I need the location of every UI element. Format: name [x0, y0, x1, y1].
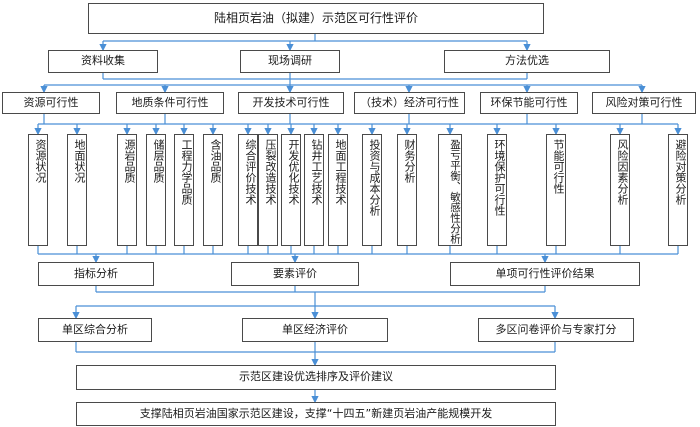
node-single-feasibility-result: 单项可行性评价结果 — [450, 262, 640, 286]
node-surface-engineering-tech: 地面工程技术 — [328, 134, 348, 246]
node-element-evaluation: 要素评价 — [231, 262, 359, 286]
node-multi-area-survey: 多区问卷评价与专家打分 — [478, 318, 634, 342]
node-investment-cost-analysis: 投资与成本分析 — [362, 134, 382, 246]
node-risk-feasibility: 风险对策可行性 — [592, 92, 696, 114]
node-support-statement: 支撑陆相页岩油国家示范区建设，支撑“十四五”新建页岩油产能规模开发 — [76, 402, 556, 426]
node-oil-quality: 含油品质 — [203, 134, 223, 246]
node-field-survey: 现场调研 — [240, 50, 340, 73]
node-single-area-analysis: 单区综合分析 — [38, 318, 152, 342]
node-env-protection: 环境保护可行性 — [487, 134, 507, 246]
node-data-collection: 资料收集 — [48, 50, 158, 73]
node-method-selection: 方法优选 — [444, 50, 610, 73]
node-fracturing-tech: 压裂改造技术 — [258, 134, 278, 246]
node-indicator-analysis: 指标分析 — [38, 262, 154, 286]
node-surface-status: 地面状况 — [67, 134, 87, 246]
node-drilling-tech: 钻井工艺技术 — [304, 134, 324, 246]
node-env-energy-feasibility: 环保节能可行性 — [480, 92, 578, 114]
node-source-rock-quality: 源岩品质 — [117, 134, 137, 246]
node-dev-tech-feasibility: 开发技术可行性 — [238, 92, 344, 114]
node-resource-status: 资源状况 — [28, 134, 48, 246]
node-dev-optimization-tech: 开发优化技术 — [281, 134, 301, 246]
node-resource-feasibility: 资源可行性 — [2, 92, 100, 114]
node-geomechanics-quality: 工程力学品质 — [174, 134, 194, 246]
node-integrated-eval-tech: 综合评价技术 — [238, 134, 258, 246]
node-geology-feasibility: 地质条件可行性 — [116, 92, 224, 114]
node-energy-saving: 节能可行性 — [546, 134, 566, 246]
node-single-area-economics: 单区经济评价 — [242, 318, 388, 342]
node-economic-feasibility: （技术）经济可行性 — [354, 92, 465, 114]
node-ranking-recommendation: 示范区建设优选排序及评价建议 — [76, 365, 556, 390]
node-reservoir-quality: 储层品质 — [146, 134, 166, 246]
diagram-title: 陆相页岩油（拟建）示范区可行性评价 — [88, 3, 544, 34]
node-breakeven-sensitivity: 盈亏平衡、敏感性分析 — [438, 134, 462, 246]
node-risk-countermeasure: 避险对策分析 — [668, 134, 688, 246]
node-risk-factor-analysis: 风险因素分析 — [610, 134, 630, 246]
node-financial-analysis: 财务分析 — [397, 134, 417, 246]
